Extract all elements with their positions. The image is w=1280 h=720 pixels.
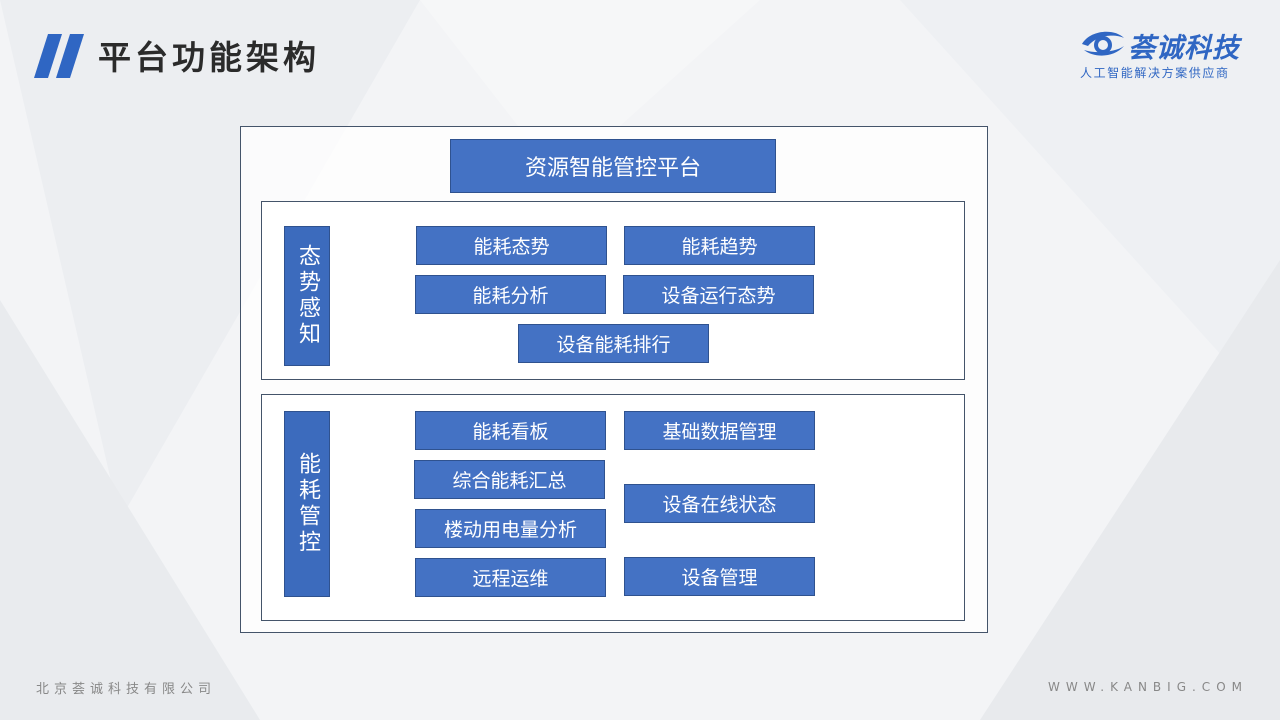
- section-label-energy-control: 能耗管控: [284, 411, 330, 597]
- module-box: 能耗看板: [415, 411, 606, 450]
- page-title: 平台功能架构: [98, 38, 320, 77]
- module-box: 设备管理: [624, 557, 815, 596]
- brand-logo: 荟诚科技 人工智能解决方案供应商: [1080, 26, 1250, 82]
- module-box: 能耗分析: [415, 275, 606, 314]
- module-box: 设备在线状态: [624, 484, 815, 523]
- module-box: 基础数据管理: [624, 411, 815, 450]
- energy-control-section: [261, 394, 965, 621]
- section-label-situation-awareness: 态势感知: [284, 226, 330, 366]
- module-box: 远程运维: [415, 558, 606, 597]
- eye-swoosh-logo-icon: [1082, 31, 1124, 56]
- module-box: 设备运行态势: [623, 275, 814, 314]
- brand-name: 荟诚科技: [1128, 33, 1240, 64]
- module-box: 楼动用电量分析: [415, 509, 606, 548]
- brand-slogan: 人工智能解决方案供应商: [1080, 66, 1230, 80]
- module-box: 设备能耗排行: [518, 324, 709, 363]
- double-slash-icon: [34, 34, 84, 78]
- module-box: 能耗态势: [416, 226, 607, 265]
- module-box: 综合能耗汇总: [414, 460, 605, 499]
- footer-company: 北京荟诚科技有限公司: [36, 682, 217, 697]
- footer-website: WWW.KANBIG.COM: [1048, 680, 1248, 694]
- platform-root-box: 资源智能管控平台: [450, 139, 776, 193]
- module-box: 能耗趋势: [624, 226, 815, 265]
